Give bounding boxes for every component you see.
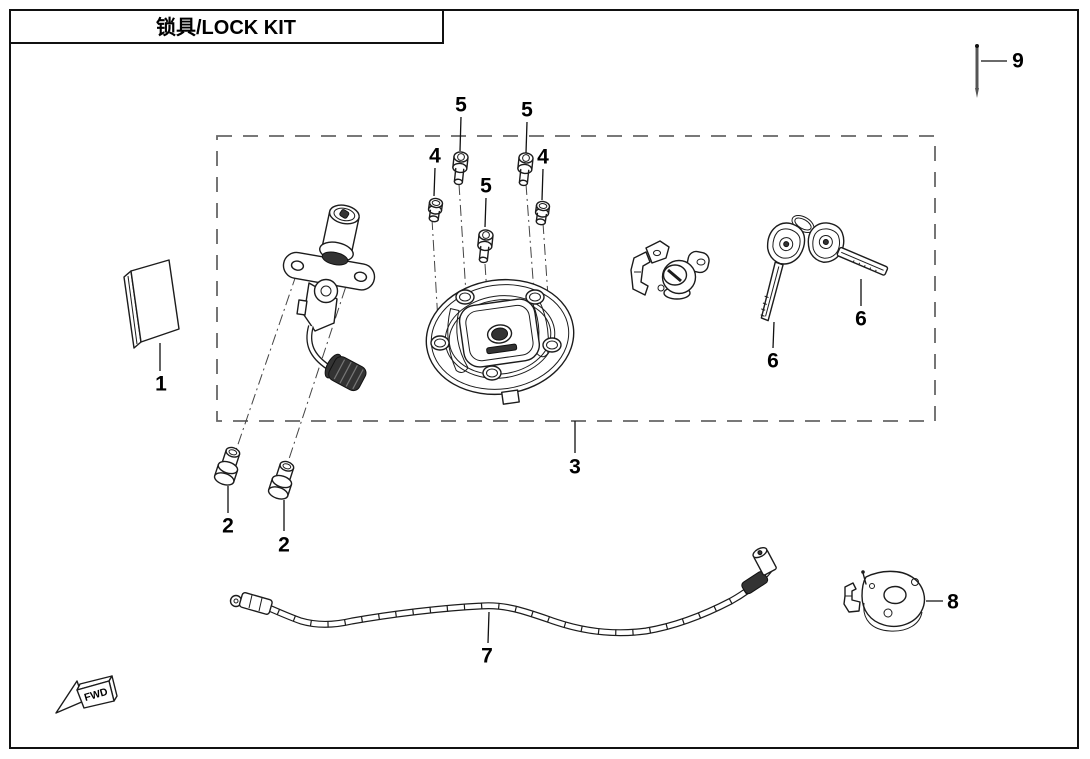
ignition-switch-drawing: [282, 204, 376, 392]
leader-lines: [159, 60, 1007, 644]
title-block: [9, 9, 444, 44]
screw-long-right-drawing: [517, 152, 534, 187]
owner-manual-drawing: [123, 259, 180, 349]
drawing-border: [9, 9, 1079, 749]
callout-labels: 1 2 2 3 4 4 5 5 5 6 6 7 8 9: [155, 50, 1024, 668]
callout-6-right: 6: [855, 308, 867, 331]
seat-lock-cable-drawing: [229, 546, 777, 637]
callout-3: 3: [569, 456, 581, 479]
callout-4-left: 4: [429, 145, 441, 168]
callout-7: 7: [481, 645, 493, 668]
callout-9: 9: [1012, 50, 1024, 73]
callout-2-left: 2: [222, 515, 234, 538]
diagram-title: 锁具/LOCK KIT: [156, 15, 296, 39]
screw-long-left-drawing: [452, 151, 469, 186]
key-set-drawing: [760, 214, 889, 322]
lock-kit-boundary: [216, 135, 936, 422]
pin-drawing: [975, 44, 979, 98]
callout-2-right: 2: [278, 534, 290, 557]
callout-5-left: 5: [455, 94, 467, 117]
callout-5-right: 5: [521, 99, 533, 122]
callout-5-mid: 5: [480, 175, 492, 198]
callout-1: 1: [155, 373, 167, 396]
screw-short-right-drawing: [534, 200, 551, 226]
shear-bolt-right-drawing: [267, 460, 295, 500]
fuel-tank-cap-drawing: [425, 278, 575, 405]
shear-bolt-left-drawing: [213, 446, 241, 486]
seat-latch-drawing: [843, 570, 926, 632]
screw-long-mid-drawing: [477, 229, 494, 264]
screw-short-left-drawing: [427, 197, 444, 223]
callout-8: 8: [947, 591, 959, 614]
helmet-lock-drawing: [630, 240, 710, 300]
callout-6-left: 6: [767, 350, 779, 373]
callout-4-right: 4: [537, 146, 549, 169]
fwd-arrow: FWD: [55, 675, 118, 714]
